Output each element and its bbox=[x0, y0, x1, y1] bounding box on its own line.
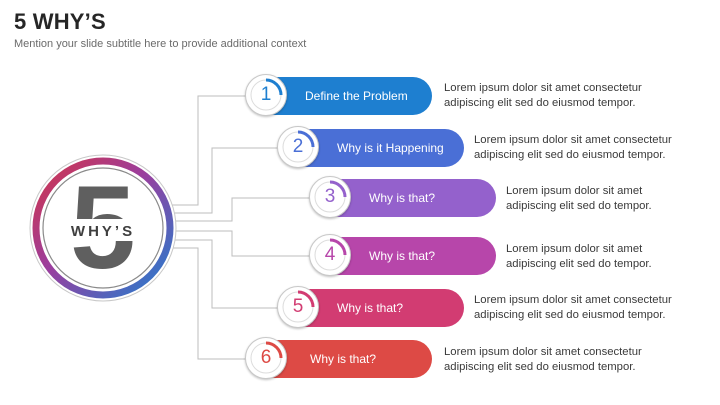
connector-lines bbox=[158, 95, 312, 360]
step-5-desc-line-2: adipiscing elit sed do eiusmod tempor. bbox=[474, 309, 666, 321]
step-1-label: Define the Problem bbox=[305, 89, 408, 103]
step-1[interactable]: Define the Problem 1 bbox=[245, 74, 432, 116]
step-6-progress-ring-icon bbox=[250, 341, 283, 374]
emblem-word-backdrop bbox=[66, 219, 140, 241]
step-6-description: Lorem ipsum dolor sit amet consectetur a… bbox=[444, 345, 642, 375]
step-5-number: 5 bbox=[292, 296, 304, 317]
step-3-badge: 3 bbox=[309, 176, 351, 218]
step-1-progress-ring-icon bbox=[250, 78, 283, 111]
step-5-progress-ring-icon bbox=[282, 290, 315, 323]
slide-title: 5 WHY’S bbox=[14, 9, 106, 34]
step-5-label: Why is that? bbox=[337, 301, 404, 315]
step-1-desc-line-1: Lorem ipsum dolor sit amet consectetur bbox=[444, 82, 642, 94]
step-1-number: 1 bbox=[260, 84, 272, 105]
step-2-desc-line-1: Lorem ipsum dolor sit amet consectetur bbox=[474, 134, 672, 146]
step-5-description: Lorem ipsum dolor sit amet consectetur a… bbox=[474, 293, 672, 323]
step-4-label: Why is that? bbox=[369, 249, 436, 263]
step-2-progress-ring-icon bbox=[282, 130, 315, 163]
emblem-gradient-ring bbox=[32, 157, 174, 299]
step-4[interactable]: Why is that? 4 bbox=[309, 234, 496, 276]
connector-5 bbox=[160, 239, 280, 309]
step-1-badge: 1 bbox=[245, 74, 287, 116]
step-4-desc-line-1: Lorem ipsum dolor sit amet bbox=[506, 243, 643, 255]
step-6-desc-line-2: adipiscing elit sed do eiusmod tempor. bbox=[444, 361, 636, 373]
step-3-desc-line-2: adipiscing elit sed do tempor. bbox=[506, 200, 652, 212]
step-5-badge: 5 bbox=[277, 286, 319, 328]
connector-6 bbox=[158, 247, 248, 360]
step-4-progress-ring-icon bbox=[314, 238, 347, 271]
step-3-description: Lorem ipsum dolor sit amet adipiscing el… bbox=[506, 184, 652, 214]
step-1-description: Lorem ipsum dolor sit amet consectetur a… bbox=[444, 81, 642, 111]
step-4-description: Lorem ipsum dolor sit amet adipiscing el… bbox=[506, 242, 652, 272]
step-2-description: Lorem ipsum dolor sit amet consectetur a… bbox=[474, 133, 672, 163]
step-6[interactable]: Why is that? 6 bbox=[245, 337, 432, 379]
step-6-desc-line-1: Lorem ipsum dolor sit amet consectetur bbox=[444, 346, 642, 358]
step-3-number: 3 bbox=[324, 186, 336, 207]
slide-subtitle: Mention your slide subtitle here to prov… bbox=[14, 38, 307, 50]
step-6-badge: 6 bbox=[245, 337, 287, 379]
connector-3 bbox=[163, 197, 312, 222]
step-3-desc-line-1: Lorem ipsum dolor sit amet bbox=[506, 185, 643, 197]
step-3-label: Why is that? bbox=[369, 191, 436, 205]
step-2[interactable]: Why is it Happening 2 bbox=[277, 126, 464, 168]
step-4-desc-line-2: adipiscing elit sed do tempor. bbox=[506, 258, 652, 270]
step-5-desc-line-1: Lorem ipsum dolor sit amet consectetur bbox=[474, 294, 672, 306]
why-emblem: 5 WHY’S bbox=[29, 154, 177, 302]
step-6-label: Why is that? bbox=[310, 352, 377, 366]
step-6-number: 6 bbox=[260, 347, 272, 368]
step-2-number: 2 bbox=[292, 136, 304, 157]
step-2-label: Why is it Happening bbox=[337, 141, 444, 155]
step-3[interactable]: Why is that? 3 bbox=[309, 176, 496, 218]
step-4-number: 4 bbox=[324, 244, 336, 265]
step-5[interactable]: Why is that? 5 bbox=[277, 286, 464, 328]
connector-1 bbox=[158, 95, 248, 206]
step-2-desc-line-2: adipiscing elit sed do eiusmod tempor. bbox=[474, 149, 666, 161]
step-1-desc-line-2: adipiscing elit sed do eiusmod tempor. bbox=[444, 97, 636, 109]
step-2-badge: 2 bbox=[277, 126, 319, 168]
connector-4 bbox=[163, 230, 312, 257]
connector-2 bbox=[160, 147, 280, 214]
emblem-word: WHY’S bbox=[71, 223, 135, 240]
step-3-progress-ring-icon bbox=[314, 180, 347, 213]
step-4-badge: 4 bbox=[309, 234, 351, 276]
